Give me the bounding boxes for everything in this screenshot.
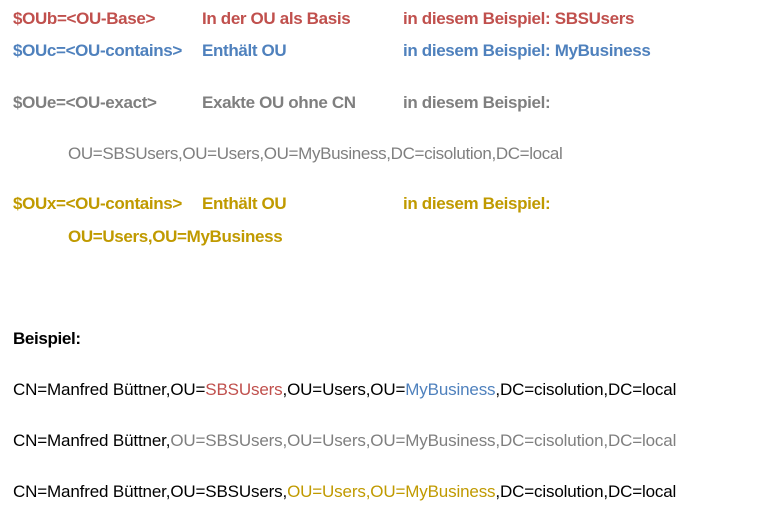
dn-segment: ,OU=Users,OU= [282, 380, 406, 399]
dn-segment: CN=Manfred Büttner,OU= [13, 380, 206, 399]
dn-segment: ,DC=cisolution,DC=local [495, 380, 677, 399]
dn-segment: CN=Manfred Büttner,OU=SBSUsers, [13, 482, 288, 501]
oux-value: OU=Users,OU=MyBusiness [68, 227, 283, 246]
ouc-variable: $OUc=<OU-contains> [13, 41, 182, 60]
oub-variable: $OUb=<OU-Base> [13, 9, 156, 28]
dn-segment: CN=Manfred Büttner, [13, 431, 171, 450]
oub-example: in diesem Beispiel: SBSUsers [403, 9, 635, 28]
dn-segment-exact-ou: OU=SBSUsers,OU=Users,OU=MyBusiness,DC=ci… [170, 431, 677, 450]
ouc-example: in diesem Beispiel: MyBusiness [403, 41, 651, 60]
example-line-3: CN=Manfred Büttner,OU=SBSUsers,OU=Users,… [13, 481, 676, 503]
oue-description: Exakte OU ohne CN [202, 93, 356, 112]
example-line-1: CN=Manfred Büttner,OU=SBSUsers,OU=Users,… [13, 379, 676, 401]
oux-variable: $OUx=<OU-contains> [13, 194, 182, 213]
example-line-2: CN=Manfred Büttner,OU=SBSUsers,OU=Users,… [13, 430, 676, 452]
oue-value: OU=SBSUsers,OU=Users,OU=MyBusiness,DC=ci… [68, 144, 563, 163]
dn-segment: ,DC=cisolution,DC=local [495, 482, 677, 501]
ouc-description: Enthält OU [202, 41, 287, 60]
oux-description: Enthält OU [202, 194, 287, 213]
oue-variable: $OUe=<OU-exact> [13, 93, 157, 112]
dn-segment-sbsusers: SBSUsers [205, 380, 283, 399]
oux-example: in diesem Beispiel: [403, 194, 551, 213]
oue-example: in diesem Beispiel: [403, 93, 551, 112]
example-heading: Beispiel: [13, 329, 81, 348]
oub-description: In der OU als Basis [202, 9, 351, 28]
dn-segment-mybusiness: MyBusiness [405, 380, 496, 399]
dn-segment-contains-ou: OU=Users,OU=MyBusiness [287, 482, 496, 501]
